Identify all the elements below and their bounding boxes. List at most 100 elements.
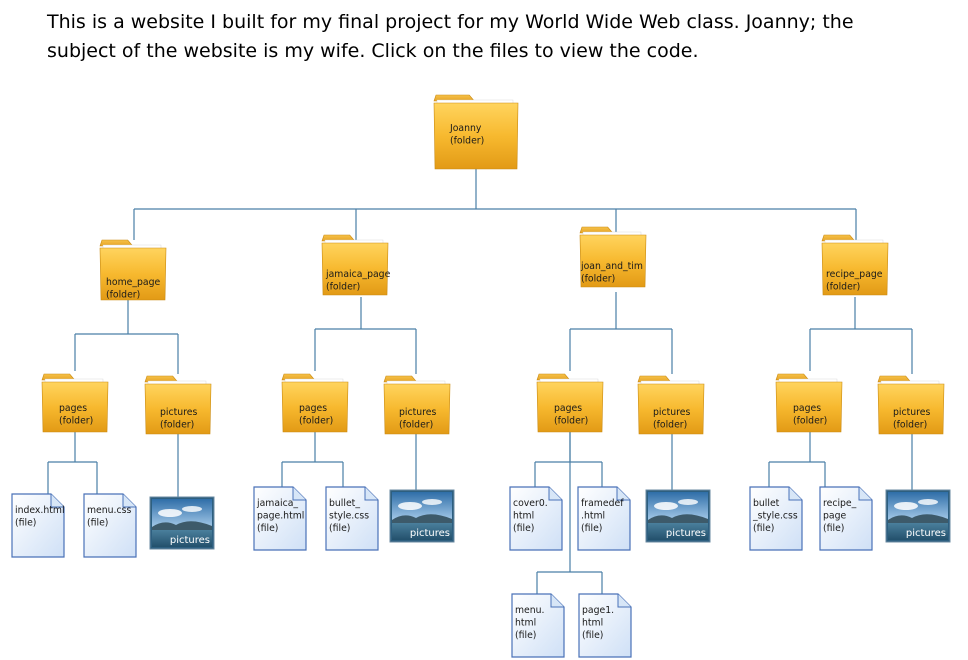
- thumbnail-label: pictures: [170, 535, 210, 546]
- landscape-image-icon: [645, 489, 711, 543]
- node-label: pages: [554, 403, 582, 414]
- node-label: (file): [257, 523, 278, 534]
- node-label: bullet: [753, 498, 780, 509]
- node-label: menu.: [515, 605, 545, 616]
- node-label: pictures: [399, 407, 436, 418]
- node-label: html: [582, 618, 603, 629]
- folder-recipe-page[interactable]: recipe_page (folder): [821, 234, 889, 296]
- node-label: _style.css: [752, 511, 798, 522]
- node-label: html: [515, 618, 536, 629]
- node-label: (file): [823, 523, 844, 534]
- node-label: pages: [299, 403, 327, 414]
- node-label: (file): [513, 523, 534, 534]
- landscape-image-icon: [885, 489, 951, 543]
- folder-pages[interactable]: pages (folder): [536, 373, 604, 433]
- landscape-image-icon: [389, 489, 455, 543]
- node-label: page: [823, 511, 846, 522]
- file-node[interactable]: bullet _style.css(file): [749, 486, 803, 551]
- node-label: (file): [515, 630, 536, 641]
- folder-icon: [144, 375, 212, 435]
- folder-icon: [321, 234, 389, 296]
- folder-icon: [877, 375, 945, 435]
- folder-pages[interactable]: pages (folder): [281, 373, 349, 433]
- file-icon: [578, 593, 632, 658]
- file-node[interactable]: cover0. html(file): [509, 486, 563, 551]
- node-label: (folder): [793, 416, 827, 427]
- node-label: (file): [581, 523, 602, 534]
- file-icon: [325, 486, 379, 551]
- folder-icon: [41, 373, 109, 433]
- file-node[interactable]: bullet_ style.css(file): [325, 486, 379, 551]
- folder-icon: [433, 94, 519, 170]
- node-label: index.html: [15, 505, 65, 516]
- intro-line-1: This is a website I built for my final p…: [47, 11, 854, 33]
- node-label: (folder): [299, 416, 333, 427]
- file-icon: [11, 493, 65, 558]
- file-icon: [253, 486, 307, 551]
- node-label: pictures: [893, 407, 930, 418]
- folder-home-page[interactable]: home_page(folder): [99, 239, 167, 301]
- folder-root-joanny[interactable]: Joanny(folder): [433, 94, 519, 170]
- node-label: .html: [581, 511, 605, 522]
- node-label: pictures: [653, 407, 690, 418]
- file-icon: [819, 486, 873, 551]
- node-label: (file): [329, 523, 350, 534]
- node-label: home_page: [106, 277, 161, 288]
- pictures-thumbnail[interactable]: pictures: [149, 496, 215, 550]
- node-label: (folder): [399, 420, 433, 431]
- node-label: bullet_: [329, 498, 360, 509]
- intro-line-2: subject of the website is my wife. Click…: [47, 40, 699, 62]
- file-node[interactable]: page1.html(file): [578, 593, 632, 658]
- node-label: recipe_: [823, 498, 857, 509]
- node-label: (folder): [326, 282, 360, 293]
- connector-lines: [47, 169, 913, 594]
- node-label: joan_and_tim: [580, 261, 643, 272]
- node-label: page.html: [257, 511, 304, 522]
- node-label: (folder): [554, 416, 588, 427]
- node-label: menu.css: [87, 505, 131, 516]
- node-label: (folder): [450, 136, 484, 147]
- file-icon: [511, 593, 565, 658]
- node-label: (file): [15, 518, 36, 529]
- file-node[interactable]: jamaica_page.html(file): [253, 486, 307, 551]
- node-label: style.css: [329, 511, 369, 522]
- file-node[interactable]: menu. html(file): [511, 593, 565, 658]
- folder-pictures[interactable]: pictures (folder): [637, 375, 705, 435]
- pictures-thumbnail[interactable]: pictures: [389, 489, 455, 543]
- file-node[interactable]: menu.css (file): [83, 493, 137, 558]
- folder-icon: [281, 373, 349, 433]
- folder-pictures[interactable]: pictures (folder): [383, 375, 451, 435]
- node-label: (file): [582, 630, 603, 641]
- folder-icon: [536, 373, 604, 433]
- folder-pages[interactable]: pages (folder): [41, 373, 109, 433]
- folder-icon: [775, 373, 843, 433]
- node-label: (folder): [826, 282, 860, 293]
- node-label: html: [513, 511, 534, 522]
- node-label: (folder): [59, 416, 93, 427]
- thumbnail-label: pictures: [666, 528, 706, 539]
- pictures-thumbnail[interactable]: pictures: [645, 489, 711, 543]
- file-node[interactable]: framedef.html(file): [577, 486, 631, 551]
- node-label: recipe_page: [826, 269, 883, 280]
- folder-icon: [637, 375, 705, 435]
- file-node[interactable]: index.html (file): [11, 493, 65, 558]
- folder-icon: [99, 239, 167, 301]
- node-label: (folder): [653, 420, 687, 431]
- folder-pictures[interactable]: pictures(folder): [144, 375, 212, 435]
- node-label: (file): [753, 523, 774, 534]
- folder-pages[interactable]: pages(folder): [775, 373, 843, 433]
- file-node[interactable]: recipe_page(file): [819, 486, 873, 551]
- thumbnail-label: pictures: [906, 528, 946, 539]
- folder-joan-and-tim[interactable]: joan_and_tim(folder): [579, 226, 647, 288]
- node-label: cover0.: [513, 498, 548, 509]
- node-label: pages: [59, 403, 87, 414]
- node-label: (file): [87, 518, 108, 529]
- pictures-thumbnail[interactable]: pictures: [885, 489, 951, 543]
- node-label: (folder): [893, 420, 927, 431]
- folder-pictures[interactable]: pictures (folder): [877, 375, 945, 435]
- folder-jamaica-page[interactable]: jamaica_page(folder): [321, 234, 391, 296]
- thumbnail-label: pictures: [410, 528, 450, 539]
- file-icon: [749, 486, 803, 551]
- file-icon: [83, 493, 137, 558]
